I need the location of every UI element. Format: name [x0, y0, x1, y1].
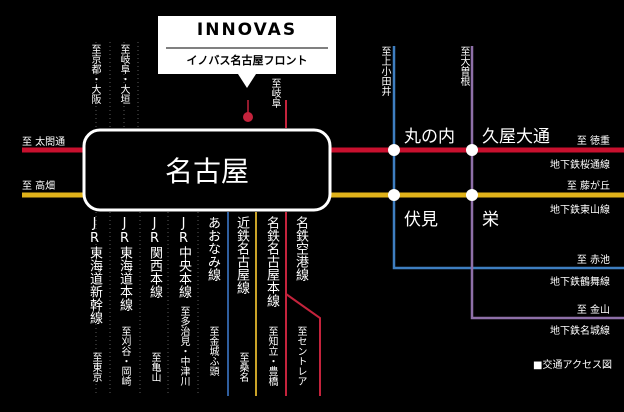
tsurumai-line [392, 46, 624, 270]
dest-kuwana: 至桑名 [237, 352, 248, 382]
line-sakuradori: 地下鉄桜通線 [550, 160, 610, 171]
dest-tajimi-nakatsugawa: 至多治見・中津川 [178, 306, 189, 386]
hotel-callout-tail [238, 74, 256, 88]
station-fushimi-dot [388, 189, 400, 201]
dest-kyoto-osaka: 至京都・大阪 [89, 44, 100, 104]
station-hisaya-dot [466, 144, 478, 156]
dest-chiryu-toyohashi: 至知立・豊橋 [266, 326, 277, 386]
line-meitetsu-airport: 名鉄空港線 [293, 216, 308, 281]
nagoya-station-box [82, 128, 332, 212]
line-kansai: JR関西本線 [147, 216, 162, 298]
line-chuo: JR中央本線 [176, 216, 191, 298]
line-higashiyama: 地下鉄東山線 [550, 205, 610, 216]
line-kintetsu: 近鉄名古屋線 [234, 216, 249, 294]
station-nagoya-label: 名古屋 [164, 155, 249, 188]
dest-kamiotai: 至上小田井 [379, 46, 390, 96]
dest-taikodori: 至 太閤通 [22, 137, 66, 148]
line-aonami: あおなみ線 [205, 216, 220, 281]
meitetsu-airport-line [285, 293, 321, 396]
hotel-callout [158, 16, 336, 74]
station-fushimi-label: 伏見 [404, 210, 438, 230]
line-tsurumai: 地下鉄鶴舞線 [550, 277, 610, 288]
dest-kameyama: 至亀山 [149, 352, 160, 382]
hotel-subname: イノバス名古屋フロント [186, 54, 308, 67]
dest-kariya-okazaki: 至刈谷・岡崎 [119, 326, 130, 386]
meijo-line [470, 46, 624, 320]
dest-centrair: 至セントレア [295, 326, 306, 386]
dest-ozone: 至大曽根 [458, 46, 469, 86]
line-meitetsu-main: 名鉄名古屋本線 [264, 216, 279, 307]
station-sakae-label: 栄 [482, 210, 499, 230]
hotel-pin [243, 112, 253, 122]
dest-kanayama: 至 金山 [576, 305, 610, 316]
dest-gifu-ogaki: 至岐阜・大垣 [118, 44, 129, 104]
station-marunouchi-label: 丸の内 [404, 127, 455, 147]
line-shinkansen: JR東海道新幹線 [87, 216, 102, 324]
dest-kinjofuto: 至金城ふ頭 [207, 326, 218, 376]
line-meijo: 地下鉄名城線 [550, 326, 610, 337]
dest-tokyo: 至東京 [90, 352, 101, 382]
dest-fujigaoka: 至 藤が丘 [566, 181, 610, 192]
hotel-name: INNOVAS [196, 20, 298, 40]
dest-akaike: 至 赤池 [576, 255, 610, 266]
dest-gifu: 至岐阜 [269, 78, 280, 108]
legend-title: ■交通アクセス図 [533, 360, 612, 371]
line-tokaido: JR東海道本線 [117, 216, 132, 311]
station-sakae-dot [466, 189, 478, 201]
dest-tokushige: 至 徳重 [576, 136, 610, 147]
station-hisaya-label: 久屋大通 [482, 127, 550, 147]
dest-takabata: 至 高畑 [22, 181, 56, 192]
station-marunouchi-dot [388, 144, 400, 156]
